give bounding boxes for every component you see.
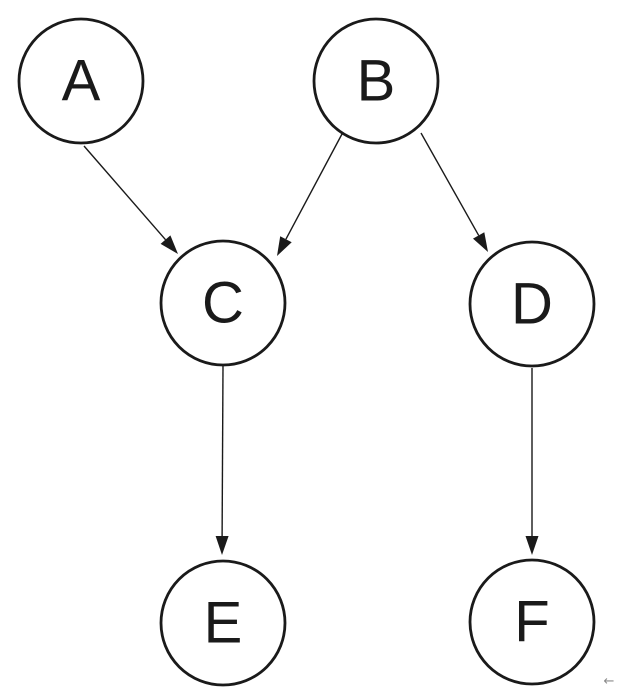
edge-line-b-to-c: [285, 133, 343, 240]
edge-line-a-to-c: [83, 145, 167, 241]
node-label-b: B: [357, 49, 396, 114]
node-circle-e: [159, 559, 287, 687]
node-label-a: A: [62, 49, 101, 114]
node-circle-f: [468, 558, 596, 686]
node-circle-a: [17, 17, 145, 145]
left-arrow-icon: ←: [604, 674, 615, 689]
node-label-d: D: [511, 272, 553, 337]
arrowhead-icon-d-to-f: [525, 536, 539, 555]
node-label-c: C: [202, 271, 244, 336]
node-circle-c: [159, 239, 287, 367]
node-label-e: E: [204, 591, 243, 656]
arrowhead-icon-c-to-e: [215, 536, 229, 555]
node-circle-d: [468, 240, 596, 368]
arrowhead-icon-a-to-c: [160, 235, 178, 254]
edge-line-c-to-e: [221, 365, 224, 537]
node-label-f: F: [514, 590, 549, 655]
edge-line-b-to-d: [420, 132, 480, 236]
node-circle-b: [312, 17, 440, 145]
arrowhead-icon-b-to-d: [473, 232, 488, 252]
arrowhead-icon-b-to-c: [277, 236, 292, 256]
